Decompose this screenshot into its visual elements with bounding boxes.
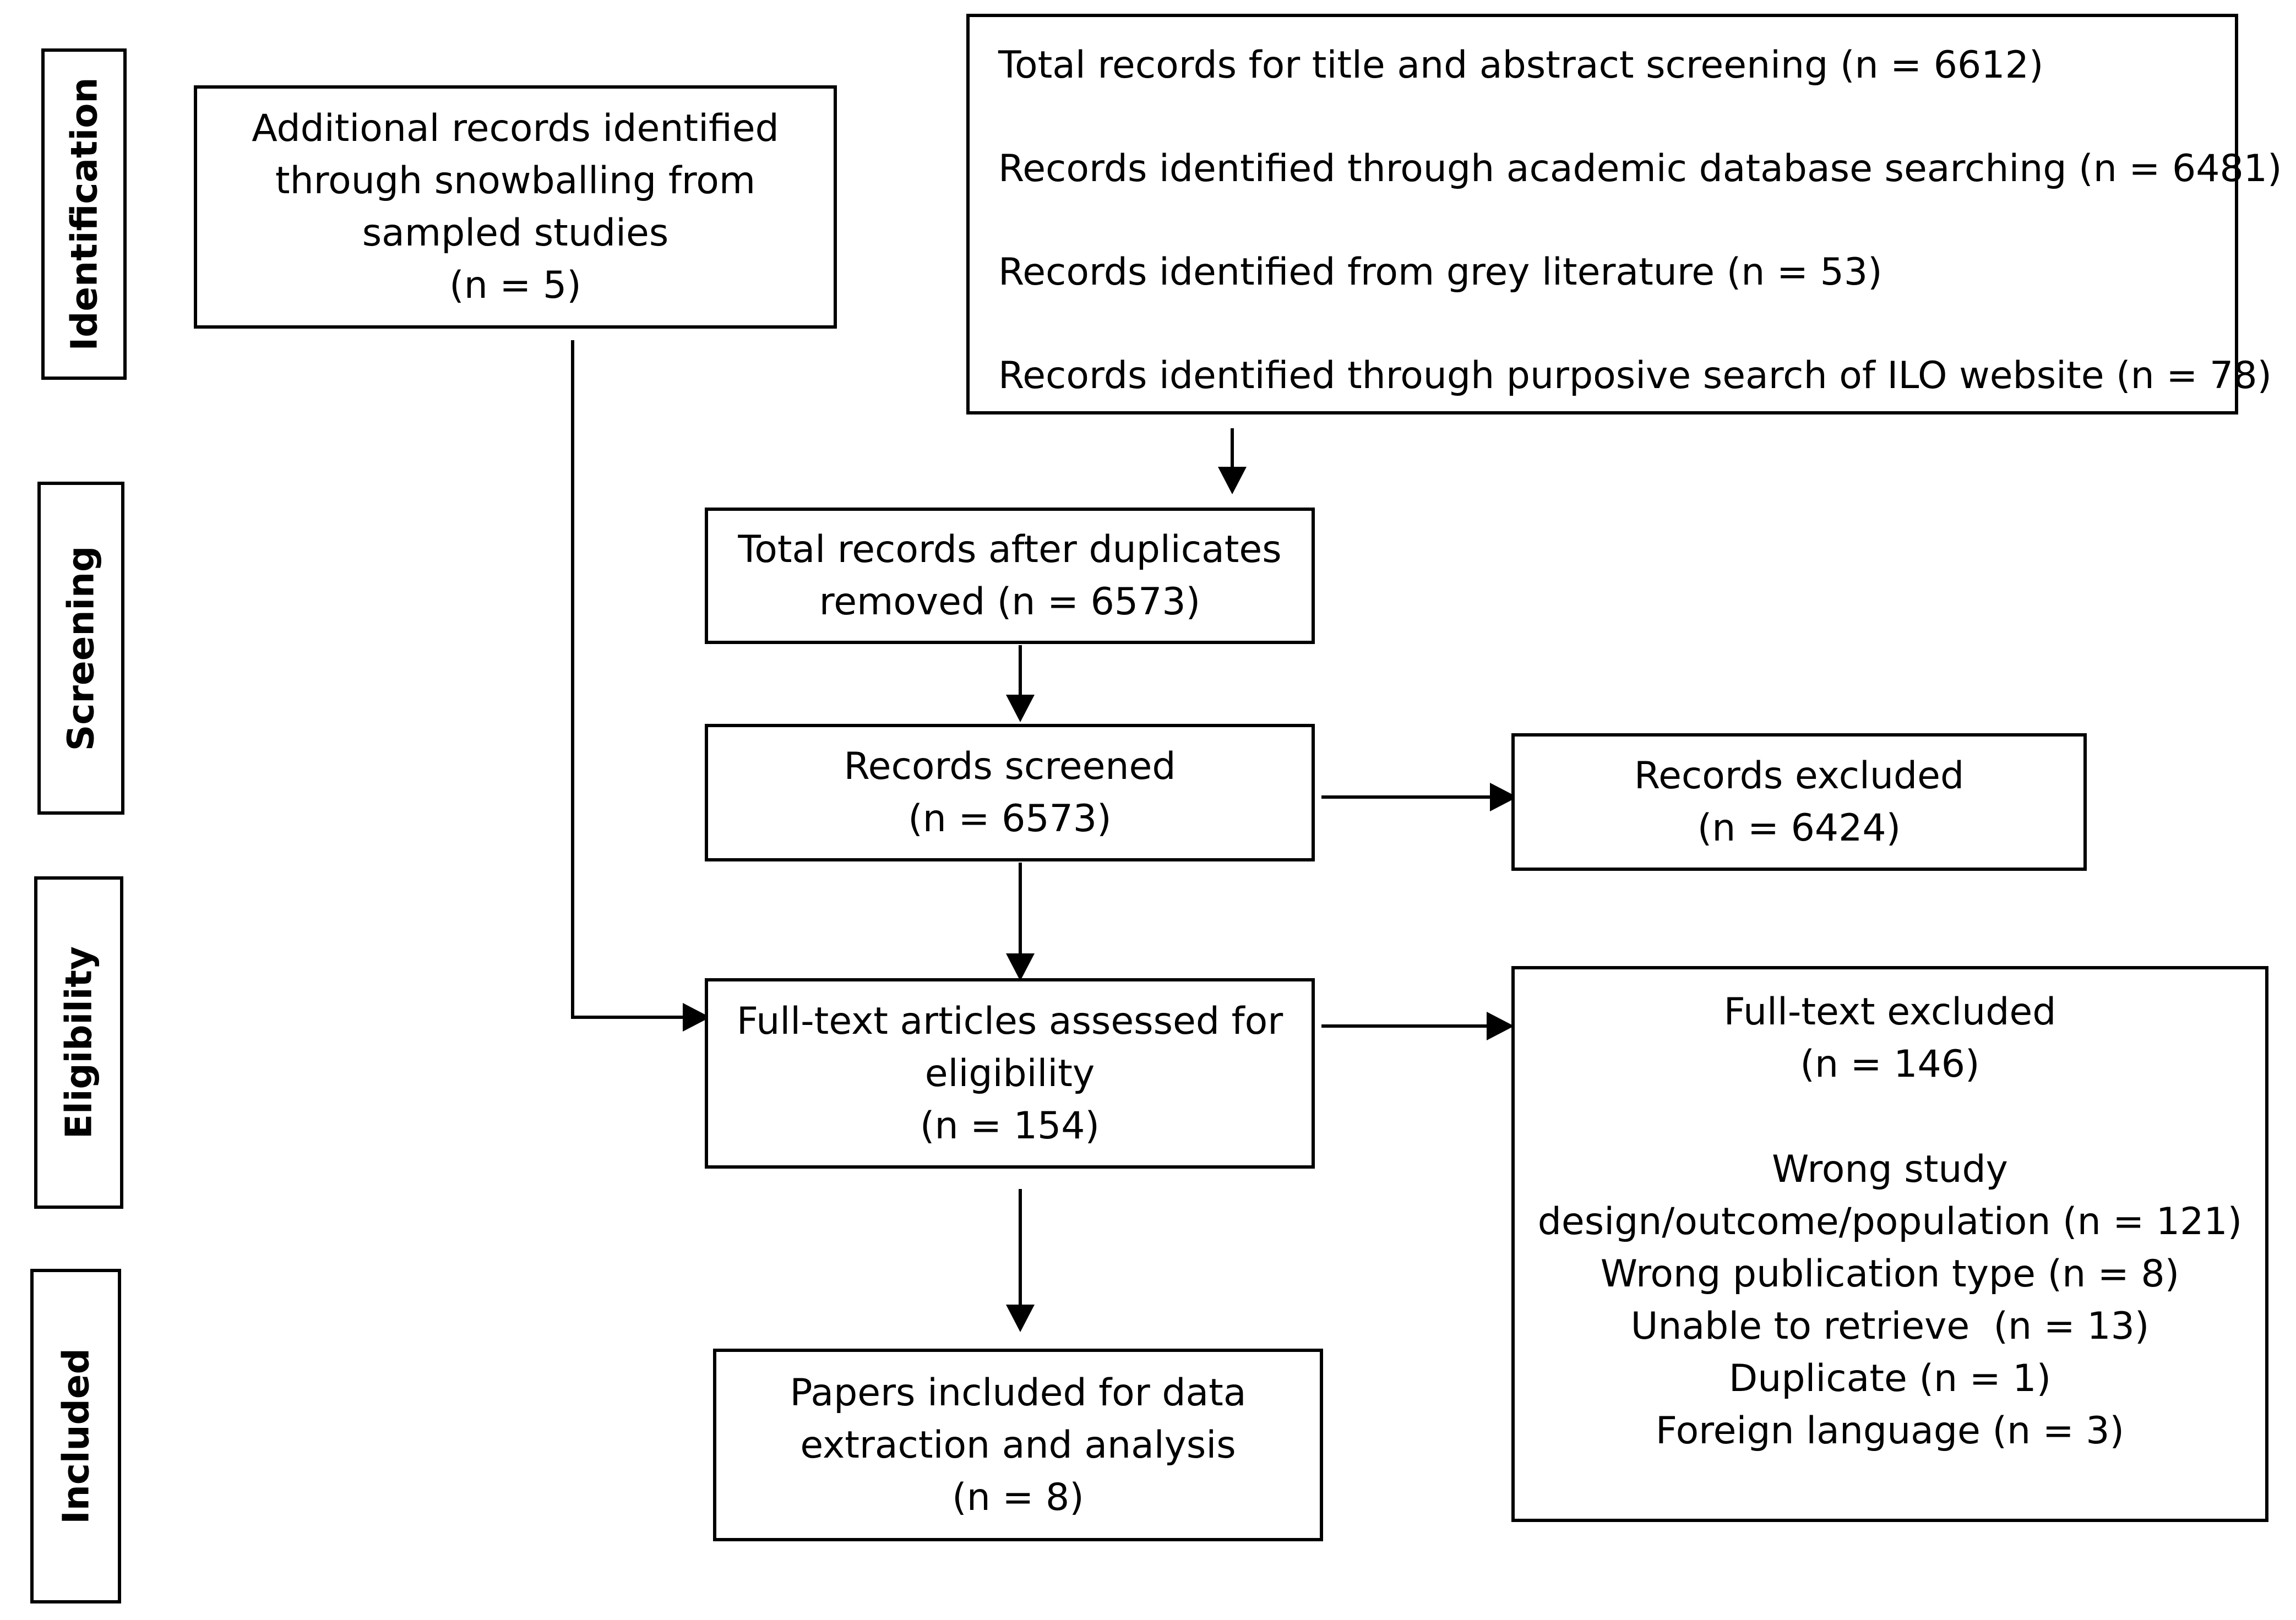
- box-fulltext-assessed: Full-text articles assessed for eligibil…: [705, 978, 1315, 1169]
- exclusion-reason: Wrong publication type (n = 8): [1600, 1252, 2180, 1296]
- arrowhead-dedup-to-screened: [1006, 695, 1035, 722]
- box-papers-included: Papers included for data extraction and …: [713, 1349, 1323, 1541]
- exclusion-reason: Unable to retrieve (n = 13): [1630, 1305, 2150, 1348]
- box-records-screened: Records screened (n = 6573): [705, 724, 1315, 861]
- arrowhead-snowball-to-fulltext: [683, 1003, 710, 1032]
- arrow-snowball-to-fulltext: [571, 340, 688, 1019]
- exclusion-reason: Foreign language (n = 3): [1655, 1409, 2125, 1453]
- stage-label-eligibility: Eligibility: [34, 876, 123, 1209]
- stage-label-identification: Identification: [41, 48, 127, 380]
- stage-label-screening: Screening: [37, 482, 124, 815]
- box-records-excluded: Records excluded (n = 6424): [1511, 733, 2087, 871]
- arrowhead-fulltext-to-included: [1006, 1305, 1035, 1332]
- box-fulltext-excluded: Full-text excluded (n = 146) Wrong study…: [1511, 966, 2268, 1522]
- box-record-sources: Total records for title and abstract scr…: [966, 14, 2282, 414]
- arrowhead-screened-to-excluded: [1490, 783, 1517, 811]
- box-snowball-records: Additional records identified through sn…: [194, 85, 837, 329]
- box-records-after-duplicates: Total records after duplicates removed (…: [705, 508, 1315, 644]
- stage-label-included: Included: [30, 1269, 121, 1603]
- arrowhead-screened-to-fulltext: [1006, 953, 1035, 981]
- exclusion-reason: Wrong study: [1772, 1148, 2008, 1191]
- exclusion-reason: Duplicate (n = 1): [1728, 1357, 2052, 1400]
- arrowhead-sources-to-dedup: [1218, 467, 1247, 494]
- exclusion-reason: design/outcome/population (n = 121): [1537, 1200, 2243, 1243]
- arrowhead-fulltext-to-excluded: [1487, 1012, 1514, 1040]
